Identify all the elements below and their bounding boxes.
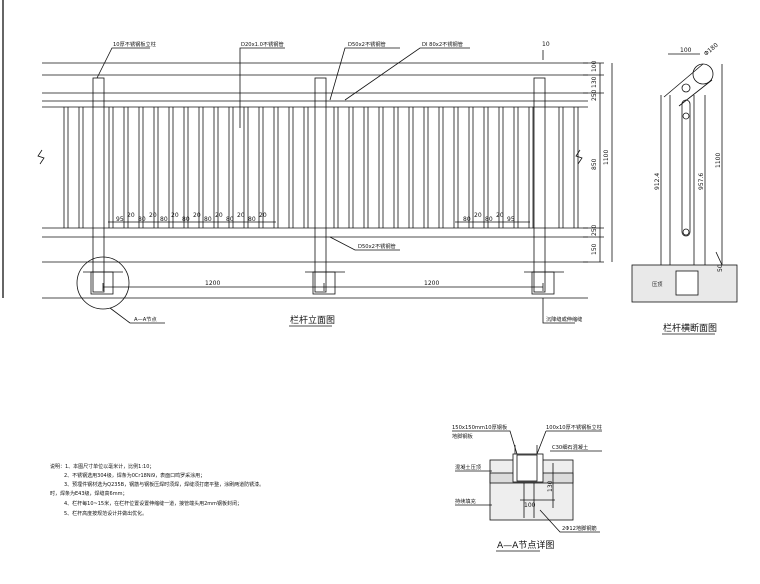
railing-section xyxy=(631,53,738,303)
section-dim-h2: 957.6 xyxy=(698,173,705,190)
dim-spacing-left-1: 20 xyxy=(127,212,135,219)
dim-span-1: 1200 xyxy=(205,280,220,287)
label-top-rail: DI 80x2不锈钢管 xyxy=(422,40,463,48)
section-dim-h1: 912.4 xyxy=(654,173,661,190)
dim-spacing-left-11: 20 xyxy=(237,212,245,219)
dim-spacing-left-5: 20 xyxy=(171,212,179,219)
note-line: 说明：1、本图尺寸单位以毫米计，比例1:10； xyxy=(50,463,154,470)
detail-title: A—A节点详图 xyxy=(497,539,554,551)
dim-right-2: 250 xyxy=(591,89,598,101)
dim-spacing-right-3: 20 xyxy=(496,212,504,219)
dim-spacing-right-1: 20 xyxy=(474,212,482,219)
dim-spacing-right-0: 80 xyxy=(463,216,471,223)
detail-label-post: 100x10厚不锈钢板立柱 xyxy=(546,423,602,431)
dim-spacing-left-4: 80 xyxy=(160,216,168,223)
dim-right-3: 850 xyxy=(591,158,598,170)
detail-dim-100: 100 xyxy=(524,502,536,509)
dim-spacing-left-0: 95 xyxy=(116,216,124,223)
label-upper-rail: D50x2不锈钢管 xyxy=(348,40,386,48)
section-dim-h3: 1100 xyxy=(715,153,722,168)
dim-spacing-left-8: 80 xyxy=(204,216,212,223)
label-joint-note: 沉降缝或伸缩缝 xyxy=(546,315,582,323)
railing-elevation xyxy=(37,47,613,324)
note-line: 2、不锈钢选用304级，焊条为0Cr18Ni9，表面口鸣罗采涂用； xyxy=(64,472,205,479)
label-detail-ref: A—A节点 xyxy=(134,316,157,323)
notes: 说明：1、本图尺寸单位以毫米计，比例1:10； 2、不锈钢选用304级，焊条为0… xyxy=(50,463,264,517)
detail-label-bolt: 持续填充 xyxy=(455,497,476,505)
dim-right-4: 1100 xyxy=(603,150,610,165)
label-post-plate: 10厚不锈钢板立柱 xyxy=(113,40,156,48)
note-line: 3、预埋件钢材选为Q235B，钢筋与钢板压焊时须焊，焊缝须打磨平整，涂刷两道防锈… xyxy=(64,481,264,488)
dim-span-2: 1200 xyxy=(424,280,439,287)
section-dim-top-w: 100 xyxy=(680,47,692,54)
label-lower-rail: D50x2不锈钢管 xyxy=(358,242,396,250)
dim-right-1: 130 xyxy=(591,76,598,88)
dim-spacing-left-7: 20 xyxy=(193,212,201,219)
note-line: 5、栏杆高度按规范设计并做出优化。 xyxy=(64,510,147,517)
section-dim-base: 50 xyxy=(717,264,724,272)
label-baluster: D20x1.0不锈钢管 xyxy=(241,40,284,48)
detail-label-concrete: C30细石混凝土 xyxy=(552,443,588,451)
dim-spacing-left-10: 80 xyxy=(226,216,234,223)
note-line: 时，焊条为E43级，焊缝高6mm； xyxy=(50,490,127,497)
elevation-title: 栏杆立面图 xyxy=(290,314,335,326)
section-label-ground: 压顶 xyxy=(652,281,662,288)
dim-right-6: 150 xyxy=(591,243,598,255)
dim-spacing-left-9: 20 xyxy=(215,212,223,219)
section-title: 栏杆横断面图 xyxy=(663,322,717,334)
dim-spacing-left-12: 80 xyxy=(248,216,256,223)
dim-right-0: 100 xyxy=(591,60,598,72)
dim-spacing-left-3: 20 xyxy=(149,212,157,219)
dim-spacing-left-6: 80 xyxy=(182,216,190,223)
dim-spacing-left-2: 80 xyxy=(138,216,146,223)
note-line: 4、栏杆每10~15米，在栏杆位置设置伸缩缝一道，接管端头用2mm钢板封闭； xyxy=(64,500,242,507)
dim-spacing-right-4: 95 xyxy=(507,216,515,223)
dim-spacing-right-2: 80 xyxy=(485,216,493,223)
section-dim-diam: Φ180 xyxy=(703,42,720,58)
detail-label-base: 混凝土压顶 xyxy=(455,463,481,471)
detail-dim-130: 130 xyxy=(547,480,554,492)
detail-label-plate2: 地脚钢板 xyxy=(452,432,474,440)
dim-spacing-left-13: 20 xyxy=(259,212,267,219)
detail-label-plate: 150x150mm10厚钢板 xyxy=(452,423,508,431)
detail-label-anchor: 2Φ12地脚钢筋 xyxy=(562,524,597,532)
detail-a-a xyxy=(452,430,602,533)
dim-top: 10 xyxy=(542,41,550,48)
dim-right-5: 250 xyxy=(591,224,598,236)
